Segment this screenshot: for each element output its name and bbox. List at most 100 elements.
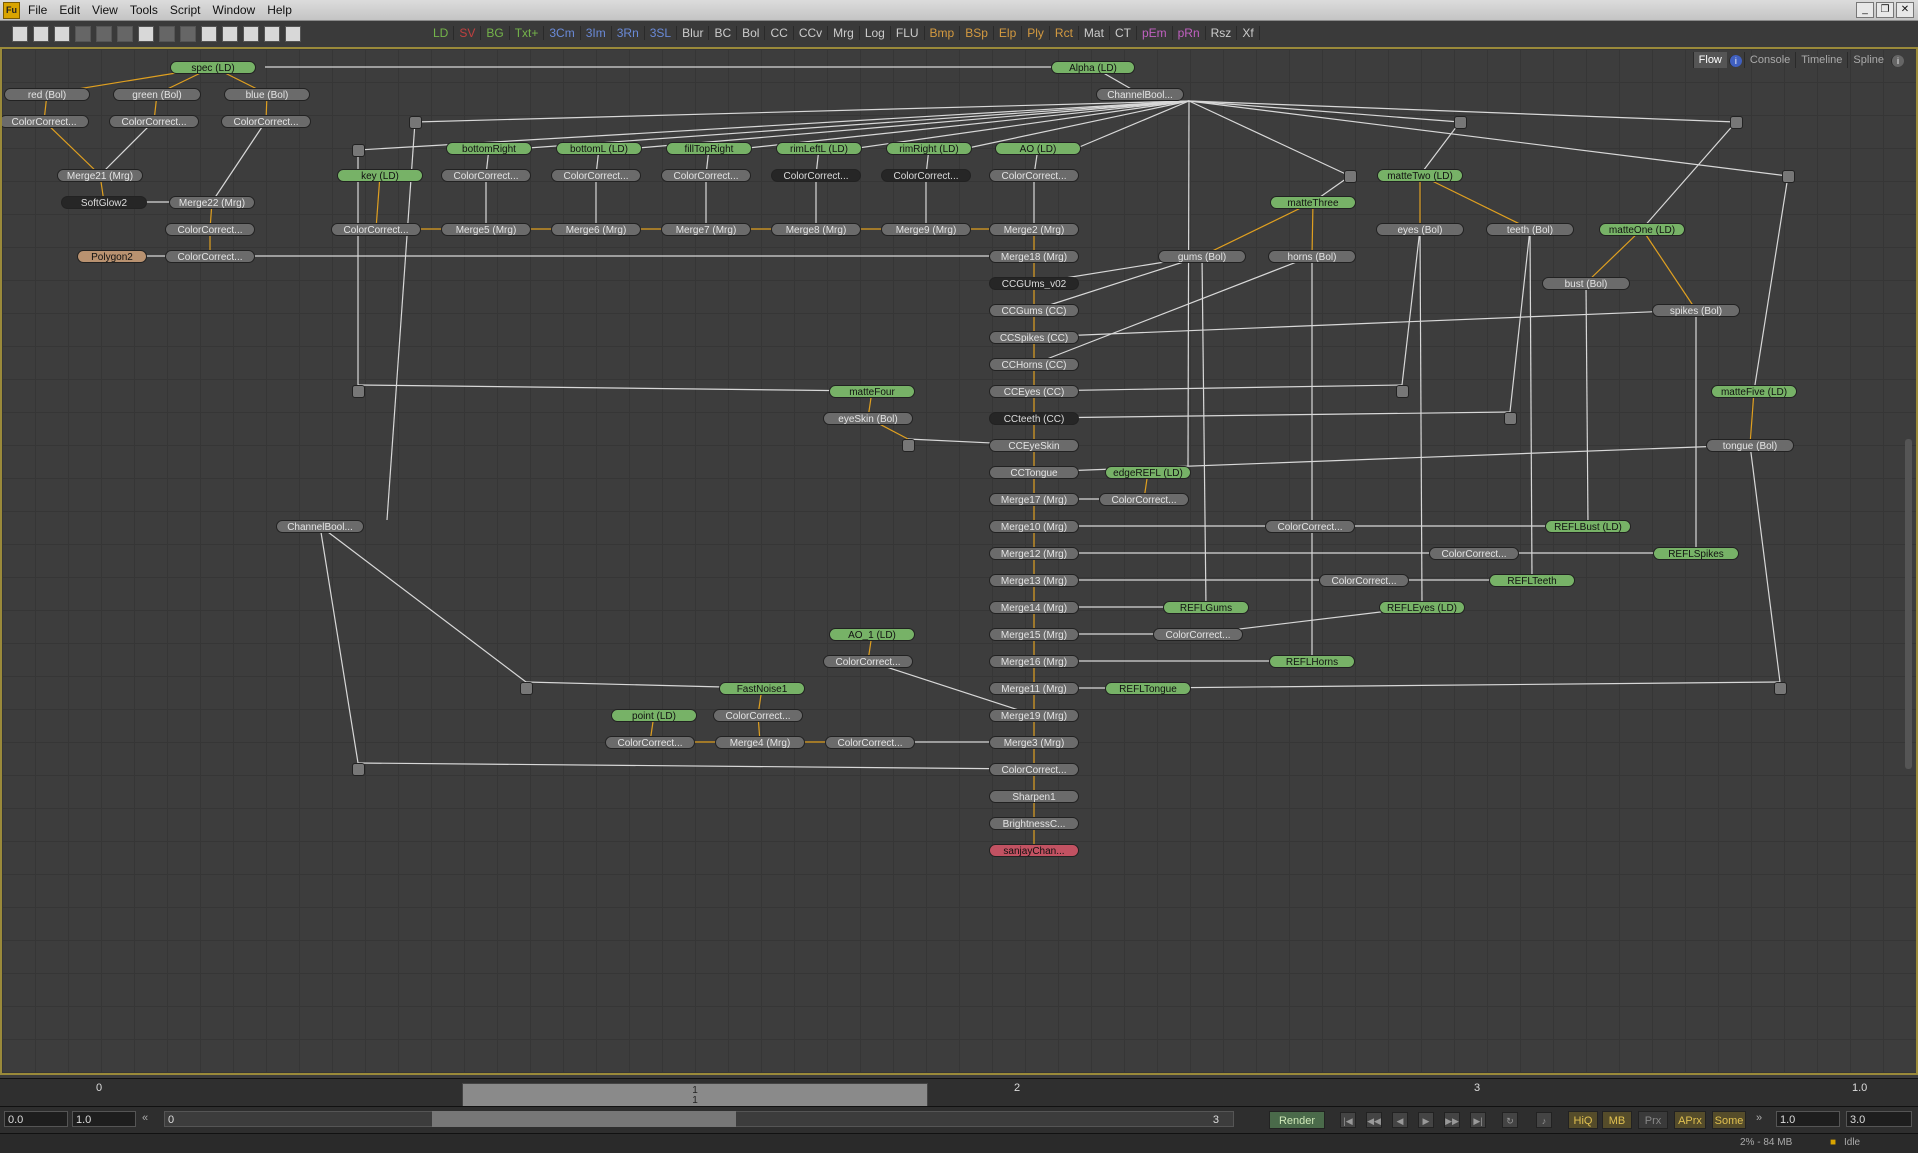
render-range-bar[interactable]: 1 1 [462, 1083, 928, 1107]
flow-node-cc_ao[interactable]: ColorCorrect... [989, 169, 1079, 182]
tool-ply[interactable]: Ply [1022, 26, 1050, 40]
layout-2-icon[interactable] [222, 26, 238, 42]
flow-node-fillTopRight[interactable]: fillTopRight [666, 142, 752, 155]
vertical-scrollbar[interactable] [1905, 439, 1912, 769]
flow-node-red[interactable]: red (Bol) [4, 88, 90, 101]
pipe-router-dot[interactable] [1344, 170, 1357, 183]
flow-node-eyeSkin[interactable]: eyeSkin (Bol) [823, 412, 913, 425]
flow-node-matteFour[interactable]: matteFour [829, 385, 915, 398]
undo-icon[interactable] [138, 26, 154, 42]
tool-3rn[interactable]: 3Rn [612, 26, 645, 40]
flow-node-reflspikes[interactable]: REFLSpikes [1653, 547, 1739, 560]
flow-node-merge15[interactable]: Merge15 (Mrg) [989, 628, 1079, 641]
tool-pem[interactable]: pEm [1137, 26, 1173, 40]
flow-node-cc_ftr[interactable]: ColorCorrect... [661, 169, 751, 182]
go-to-end-icon[interactable]: ▶| [1470, 1112, 1486, 1128]
flow-node-cceyes[interactable]: CCEyes (CC) [989, 385, 1079, 398]
audio-icon[interactable]: ♪ [1536, 1112, 1552, 1128]
flow-node-ao[interactable]: AO (LD) [995, 142, 1081, 155]
flow-node-bottomL[interactable]: bottomL (LD) [556, 142, 642, 155]
flow-node-point[interactable]: point (LD) [611, 709, 697, 722]
tool-elp[interactable]: Elp [994, 26, 1023, 40]
flow-node-cc_fn[interactable]: ColorCorrect... [713, 709, 803, 722]
rewind-icon[interactable]: « [142, 1112, 149, 1124]
tool-mat[interactable]: Mat [1079, 26, 1110, 40]
flow-node-bust[interactable]: bust (Bol) [1542, 277, 1630, 290]
flow-node-key[interactable]: key (LD) [337, 169, 423, 182]
auto-proxy-toggle[interactable]: APrx [1674, 1111, 1706, 1129]
motion-blur-toggle[interactable]: MB [1602, 1111, 1632, 1129]
some-toggle[interactable]: Some [1712, 1111, 1746, 1129]
pipe-router-dot[interactable] [1730, 116, 1743, 129]
flow-node-ccgums[interactable]: CCGums (CC) [989, 304, 1079, 317]
flow-node-ao1[interactable]: AO_1 (LD) [829, 628, 915, 641]
flow-node-matteFive[interactable]: matteFive (LD) [1711, 385, 1797, 398]
menu-script[interactable]: Script [169, 3, 201, 17]
flow-node-alpha[interactable]: Alpha (LD) [1051, 61, 1135, 74]
tool-ct[interactable]: CT [1110, 26, 1137, 40]
tool-select-icon[interactable] [180, 26, 196, 42]
flow-node-cb1[interactable]: ChannelBool... [1096, 88, 1184, 101]
menu-file[interactable]: File [28, 3, 48, 17]
menu-edit[interactable]: Edit [59, 3, 81, 17]
flow-node-fastnoise1[interactable]: FastNoise1 [719, 682, 805, 695]
flow-node-cc_m22[interactable]: ColorCorrect... [165, 223, 255, 236]
pipe-router-dot[interactable] [1396, 385, 1409, 398]
time-ruler[interactable]: 0 1 1 2 3 1.0 [0, 1078, 1918, 1107]
minimize-icon[interactable]: _ [1856, 2, 1874, 18]
redo-icon[interactable] [159, 26, 175, 42]
loop-icon[interactable]: ↻ [1502, 1112, 1518, 1128]
flow-node-matteTwo[interactable]: matteTwo (LD) [1377, 169, 1463, 182]
flow-node-cc_g[interactable]: ColorCorrect... [109, 115, 199, 128]
flow-node-polygon2[interactable]: Polygon2 [77, 250, 147, 263]
flow-node-horns[interactable]: horns (Bol) [1268, 250, 1356, 263]
flow-node-merge16[interactable]: Merge16 (Mrg) [989, 655, 1079, 668]
pipe-router-dot[interactable] [902, 439, 915, 452]
menu-tools[interactable]: Tools [129, 3, 158, 17]
flow-node-tongue[interactable]: tongue (Bol) [1706, 439, 1794, 452]
tool-cc[interactable]: CC [765, 26, 794, 40]
flow-node-merge13[interactable]: Merge13 (Mrg) [989, 574, 1079, 587]
flow-node-cc_m3[interactable]: ColorCorrect... [989, 763, 1079, 776]
current-time-field[interactable]: 0.0 [4, 1111, 68, 1127]
tool-3im[interactable]: 3Im [581, 26, 612, 40]
flow-node-edgeREFL[interactable]: edgeREFL (LD) [1105, 466, 1191, 479]
flow-node-reflhorns[interactable]: REFLHorns [1269, 655, 1355, 668]
step-back-icon[interactable]: ◀◀ [1366, 1112, 1382, 1128]
info-icon[interactable]: i [1728, 55, 1742, 67]
flow-node-cc_poly[interactable]: ColorCorrect... [165, 250, 255, 263]
tool-flu[interactable]: FLU [891, 26, 925, 40]
flow-node-merge6[interactable]: Merge6 (Mrg) [551, 223, 641, 236]
tool-prn[interactable]: pRn [1173, 26, 1206, 40]
flow-node-reflteeth[interactable]: REFLTeeth [1489, 574, 1575, 587]
go-to-start-icon[interactable]: |◀ [1340, 1112, 1356, 1128]
flow-node-bottomRight[interactable]: bottomRight [446, 142, 532, 155]
playback-rate-field[interactable]: 1.0 [1776, 1111, 1840, 1127]
tab-flow[interactable]: Flow [1692, 52, 1727, 68]
tool-sv[interactable]: SV [454, 26, 482, 40]
tool-mrg[interactable]: Mrg [828, 26, 860, 40]
flow-node-blue[interactable]: blue (Bol) [224, 88, 310, 101]
render-button[interactable]: Render [1269, 1111, 1325, 1129]
flow-node-ccgums_v02[interactable]: CCGUms_v02 [989, 277, 1079, 290]
flow-node-matteThree[interactable]: matteThree [1270, 196, 1356, 209]
help-icon[interactable]: i [1891, 55, 1904, 67]
proxy-toggle[interactable]: Prx [1638, 1111, 1668, 1129]
tool-3sl[interactable]: 3SL [645, 26, 678, 40]
tool-bc[interactable]: BC [709, 26, 738, 40]
new-file-icon[interactable] [12, 26, 28, 42]
flow-node-spec[interactable]: spec (LD) [170, 61, 256, 74]
flow-node-merge19[interactable]: Merge19 (Mrg) [989, 709, 1079, 722]
flow-node-green[interactable]: green (Bol) [113, 88, 201, 101]
tool-rct[interactable]: Rct [1050, 26, 1079, 40]
flow-node-rimLeftL[interactable]: rimLeftL (LD) [776, 142, 862, 155]
tool-bg[interactable]: BG [481, 26, 510, 40]
fusion-app-icon[interactable]: Fu [3, 2, 20, 19]
time-slider-handle[interactable] [432, 1111, 736, 1127]
tool-bmp[interactable]: Bmp [925, 26, 961, 40]
flow-node-cc_edge[interactable]: ColorCorrect... [1099, 493, 1189, 506]
end-time-field[interactable]: 3.0 [1846, 1111, 1912, 1127]
hiq-toggle[interactable]: HiQ [1568, 1111, 1598, 1129]
tool-bsp[interactable]: BSp [960, 26, 994, 40]
flow-node-cb2[interactable]: ChannelBool... [276, 520, 364, 533]
